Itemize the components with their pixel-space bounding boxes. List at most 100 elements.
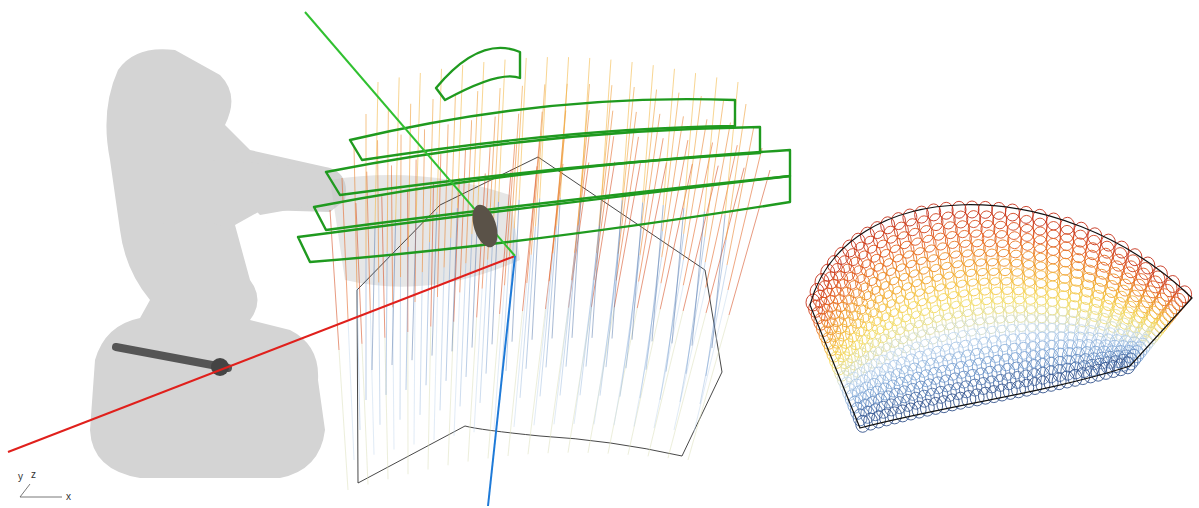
ray-lower: [357, 288, 360, 430]
ray-upper: [460, 149, 466, 292]
ray-lower: [540, 253, 553, 396]
ray-lower: [446, 238, 451, 381]
spiral-loop: [903, 251, 917, 268]
spiral-loop: [1020, 224, 1034, 241]
ray-lower: [652, 205, 663, 341]
spiral-loop: [904, 292, 918, 309]
ray-lower: [712, 215, 725, 348]
spiral-loop: [922, 277, 936, 294]
spiral-loop: [1072, 246, 1086, 263]
ray-lower: [486, 231, 493, 374]
ray-lower: [692, 212, 704, 346]
axis-tick: [20, 484, 30, 497]
ray-lower: [560, 253, 575, 396]
spiral-loop: [1066, 308, 1080, 325]
ray-lower: [668, 313, 706, 458]
spiral-loop: [1011, 278, 1025, 295]
tool-tip: [468, 202, 503, 251]
ray-lower: [348, 319, 354, 460]
ray-upper: [663, 69, 674, 205]
ray-upper: [601, 60, 610, 199]
spiral-loop: [950, 301, 964, 318]
ray-upper: [594, 136, 614, 280]
spiral-loop: [1154, 316, 1168, 333]
axis-label: x: [66, 492, 71, 502]
ray-lower: [386, 252, 387, 395]
axis-indicator: [20, 484, 62, 497]
spiral-loop: [1073, 230, 1087, 247]
ray-lower: [440, 267, 444, 410]
spiral-loop: [852, 386, 866, 403]
axis-label: z: [31, 470, 36, 480]
spiral-loop: [907, 302, 921, 319]
ray-lower: [366, 257, 367, 400]
ray-upper: [684, 96, 702, 234]
spiral-loop: [937, 294, 951, 311]
ray-upper: [540, 57, 548, 198]
spiral-loop: [893, 254, 907, 271]
spiral-loop: [954, 361, 968, 378]
ray-lower: [508, 311, 523, 456]
ray-lower: [688, 315, 729, 460]
spiral-loop: [979, 347, 993, 364]
ray-lower: [432, 212, 437, 355]
ray-lower: [592, 199, 601, 338]
ray-upper: [704, 77, 716, 211]
ray-upper: [382, 196, 385, 337]
ray-lower: [454, 293, 460, 436]
ray-lower: [474, 289, 482, 433]
ray-lower: [379, 283, 380, 425]
ray-lower: [406, 247, 408, 390]
spiral-loop: [901, 283, 915, 300]
ray-upper: [643, 65, 654, 202]
spiral-toolpath: [806, 201, 1192, 432]
ray-upper: [640, 114, 660, 255]
spiral-loop: [992, 202, 1006, 219]
ray-upper: [342, 178, 348, 319]
spiral-loop: [890, 245, 904, 262]
spiral-loop: [1005, 204, 1019, 221]
spiral-loop: [917, 299, 931, 316]
spiral-loop: [898, 273, 912, 290]
frame-band: [298, 176, 790, 262]
spiral-loop: [935, 284, 949, 301]
ray-upper: [454, 178, 460, 321]
spiral-loop: [909, 270, 923, 287]
ray-lower: [648, 311, 683, 456]
robot-body: [90, 49, 346, 478]
ray-lower: [666, 234, 684, 372]
spiral-loop: [898, 305, 912, 322]
spiral-loop: [1065, 316, 1079, 333]
robot-silhouette: [90, 49, 346, 478]
ray-lower: [606, 227, 620, 367]
ray-lower: [694, 290, 728, 432]
ray-lower: [672, 208, 684, 343]
robot-forearm: [210, 160, 345, 215]
ray-lower: [448, 322, 454, 465]
ray-upper: [466, 120, 472, 263]
frame-band: [350, 99, 735, 160]
ray-upper: [727, 126, 754, 265]
spiral-loop: [827, 345, 841, 362]
ray-lower: [488, 314, 500, 458]
spiral-loop: [1163, 305, 1177, 322]
ray-upper: [499, 60, 506, 202]
x-axis: [8, 256, 515, 452]
ray-lower: [646, 231, 662, 370]
ray-upper: [706, 168, 744, 313]
ray-upper: [705, 100, 724, 237]
frame-band: [436, 48, 520, 100]
ray-upper: [396, 77, 400, 221]
spiral-loop: [924, 286, 938, 303]
axis-label: y: [18, 472, 23, 482]
ray-lower: [632, 202, 643, 339]
ray-upper: [560, 57, 568, 198]
spiral-loop: [1157, 312, 1171, 329]
ray-upper: [408, 104, 410, 247]
ray-lower: [520, 255, 531, 398]
spiral-loop: [1009, 250, 1023, 267]
spiral-loop: [930, 305, 944, 322]
ray-lower: [674, 288, 706, 430]
ray-lower: [546, 226, 557, 368]
